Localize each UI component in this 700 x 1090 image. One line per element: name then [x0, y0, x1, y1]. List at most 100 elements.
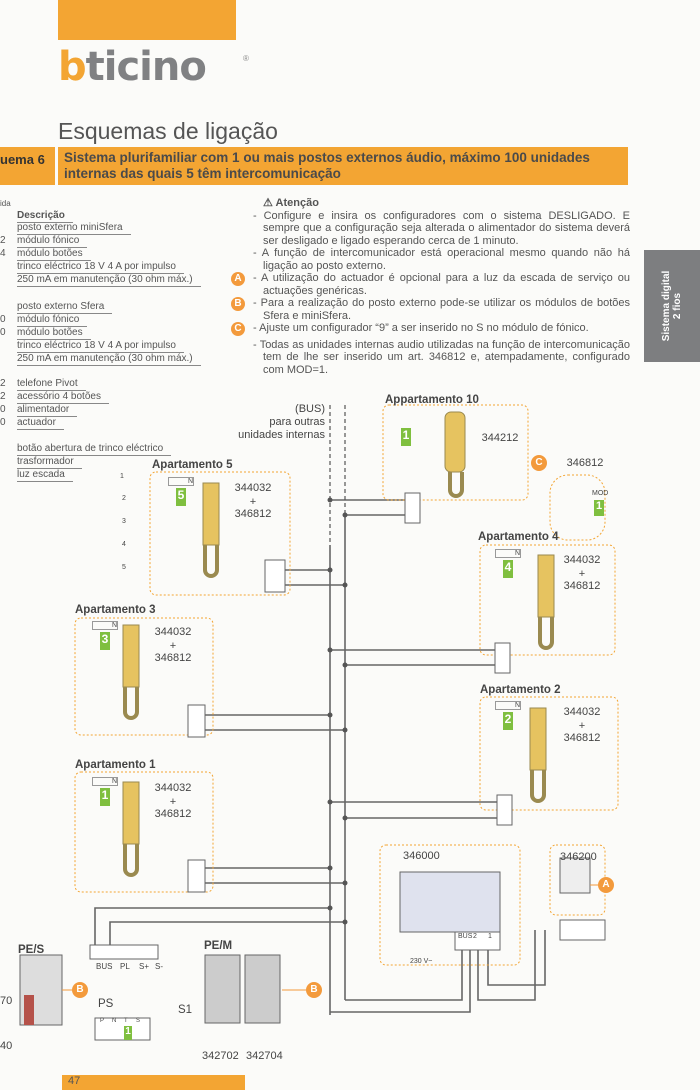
config-header-cell: P	[100, 1018, 105, 1024]
legend-row-description: alimentador	[17, 404, 78, 417]
terminal-blocks	[19, 492, 606, 1041]
legend-header-cut: ida	[0, 199, 11, 208]
legend-row-number: 2	[0, 378, 6, 389]
plus-sign: +	[169, 796, 177, 808]
attention-note-text: - A função de intercomunicador está oper…	[253, 247, 630, 272]
plus-sign: +	[249, 496, 257, 508]
marker-c: C	[532, 456, 546, 470]
plus-sign: +	[578, 568, 586, 580]
module-code: 346812	[234, 508, 272, 520]
module-code: 346812	[154, 652, 192, 664]
power-terminal-label: BUS	[458, 933, 473, 940]
legend-row-description: 250 mA em manutenção (30 ohm máx.)	[17, 353, 201, 366]
legend-row-description: módulo fónico	[17, 235, 88, 248]
scheme-number: uema 6	[0, 147, 55, 185]
config-np-header: N	[495, 549, 521, 558]
bticino-logo: bticino	[58, 44, 207, 90]
pes-component	[24, 995, 34, 1025]
header-bar	[58, 0, 236, 40]
legend-row-description: luz escada	[17, 469, 73, 482]
intercom-code: 344032	[154, 782, 192, 794]
attention-notes: ⚠ Atenção - Configure e insira os config…	[231, 197, 630, 376]
apartment-boxes	[74, 404, 619, 966]
config-header-cell: N	[112, 1018, 117, 1024]
legend-row-description: acessório 4 botões	[17, 391, 109, 404]
intercom-code: 344032	[154, 626, 192, 638]
panel-code: 342704	[246, 1050, 283, 1062]
legend-row-description: botão abertura de trinco eléctrico	[17, 443, 172, 456]
marker-a: A	[599, 878, 613, 892]
legend-header: Descrição	[17, 210, 73, 223]
attention-note: - Configure e insira os configuradores c…	[245, 210, 630, 248]
legend-row-number: 4	[0, 248, 6, 259]
handset-cords	[123, 472, 554, 877]
legend-row-description: 250 mA em manutenção (30 ohm máx.)	[17, 274, 201, 287]
page-number: 47	[62, 1075, 245, 1090]
apartment-configurator: 2	[503, 712, 513, 730]
legend-row-description: módulo botões	[17, 248, 91, 261]
attention-note: A- A utilização do actuador é opcional p…	[231, 272, 630, 297]
actuator-code: 346200	[560, 851, 597, 863]
legend-row-description: trasformador	[17, 456, 82, 469]
apartment-label: Apartamento 2	[480, 684, 561, 696]
power-terminal-label: 1	[488, 933, 492, 940]
legend-row-description: actuador	[17, 417, 64, 430]
attention-title-text: Atenção	[275, 197, 319, 209]
push-button-label: 5	[122, 564, 126, 571]
apartment-label: Apartamento 4	[478, 531, 559, 543]
power-supply-code: 346000	[403, 850, 440, 862]
attention-note: C- Ajuste um configurador “9” a ser inse…	[231, 322, 630, 336]
handsets	[122, 411, 555, 845]
legend-row-description: posto externo miniSfera	[17, 222, 131, 235]
push-button-label: 4	[122, 541, 126, 548]
power-terminal-label: 2	[473, 933, 477, 940]
apartment-10-label: Appartamento 10	[385, 394, 479, 406]
panel-configurator: 1	[124, 1026, 132, 1040]
module-code: 346812	[563, 732, 601, 744]
warning-icon: ⚠	[263, 197, 273, 209]
apartment-configurator: 3	[100, 632, 110, 650]
config-header-cell: T	[124, 1018, 128, 1024]
legend-row-number: 0	[0, 404, 6, 415]
scheme-title-line2: internas das quais 5 têm intercomunicaçã…	[64, 166, 341, 181]
legend-row-description: módulo botões	[17, 327, 91, 340]
panel-terminal-label: S-	[155, 962, 163, 971]
attention-note-text: - Configure e insira os configuradores c…	[253, 209, 630, 247]
apartment-label: Apartamento 3	[75, 604, 156, 616]
legend-row-number: 2	[0, 235, 6, 246]
note-marker-c: C	[231, 322, 245, 336]
note-marker-b: B	[231, 297, 245, 311]
push-button-label: 2	[122, 495, 126, 502]
apartment-10-configurator: 1	[401, 428, 411, 446]
attention-note: B - Para a realização do posto externo po…	[231, 297, 630, 322]
attention-note-text: - Todas as unidades internas audio utili…	[253, 338, 630, 376]
legend-row-description: telefone Pivot	[17, 378, 86, 391]
attention-note: - A função de intercomunicador está oper…	[245, 247, 630, 272]
pes-cut-label-bottom: 40	[0, 1040, 13, 1052]
attention-note-text: - A utilização do actuador é opcional pa…	[253, 272, 630, 297]
mod-module-code: 346812	[566, 457, 604, 469]
legend-row-number: 0	[0, 327, 6, 338]
config-np-header: N	[168, 477, 194, 486]
s1-label: S1	[178, 1004, 193, 1016]
attention-note-text: - Para a realização do posto externo pod…	[253, 297, 630, 322]
bus-note-line3: unidades internas	[238, 429, 325, 441]
legend-row-description: trinco eléctrico 18 V 4 A por impulso	[17, 261, 184, 274]
legend-row-description: trinco eléctrico 18 V 4 A por impulso	[17, 340, 184, 353]
push-button-label: 3	[122, 518, 126, 525]
apartment-label: Apartamento 5	[152, 459, 233, 471]
plus-sign: +	[578, 720, 586, 732]
apartment-10-code: 344212	[481, 432, 519, 444]
mains-label: 230 V~	[410, 958, 433, 965]
marker-b-pes: B	[73, 983, 87, 997]
legend-row-number: 0	[0, 314, 6, 325]
legend-row-number: 2	[0, 391, 6, 402]
panel-code: 342702	[202, 1050, 239, 1062]
legend-row-description: módulo fónico	[17, 314, 88, 327]
push-button-label: 1	[120, 473, 124, 480]
plus-sign: +	[169, 640, 177, 652]
module-code: 346812	[154, 808, 192, 820]
